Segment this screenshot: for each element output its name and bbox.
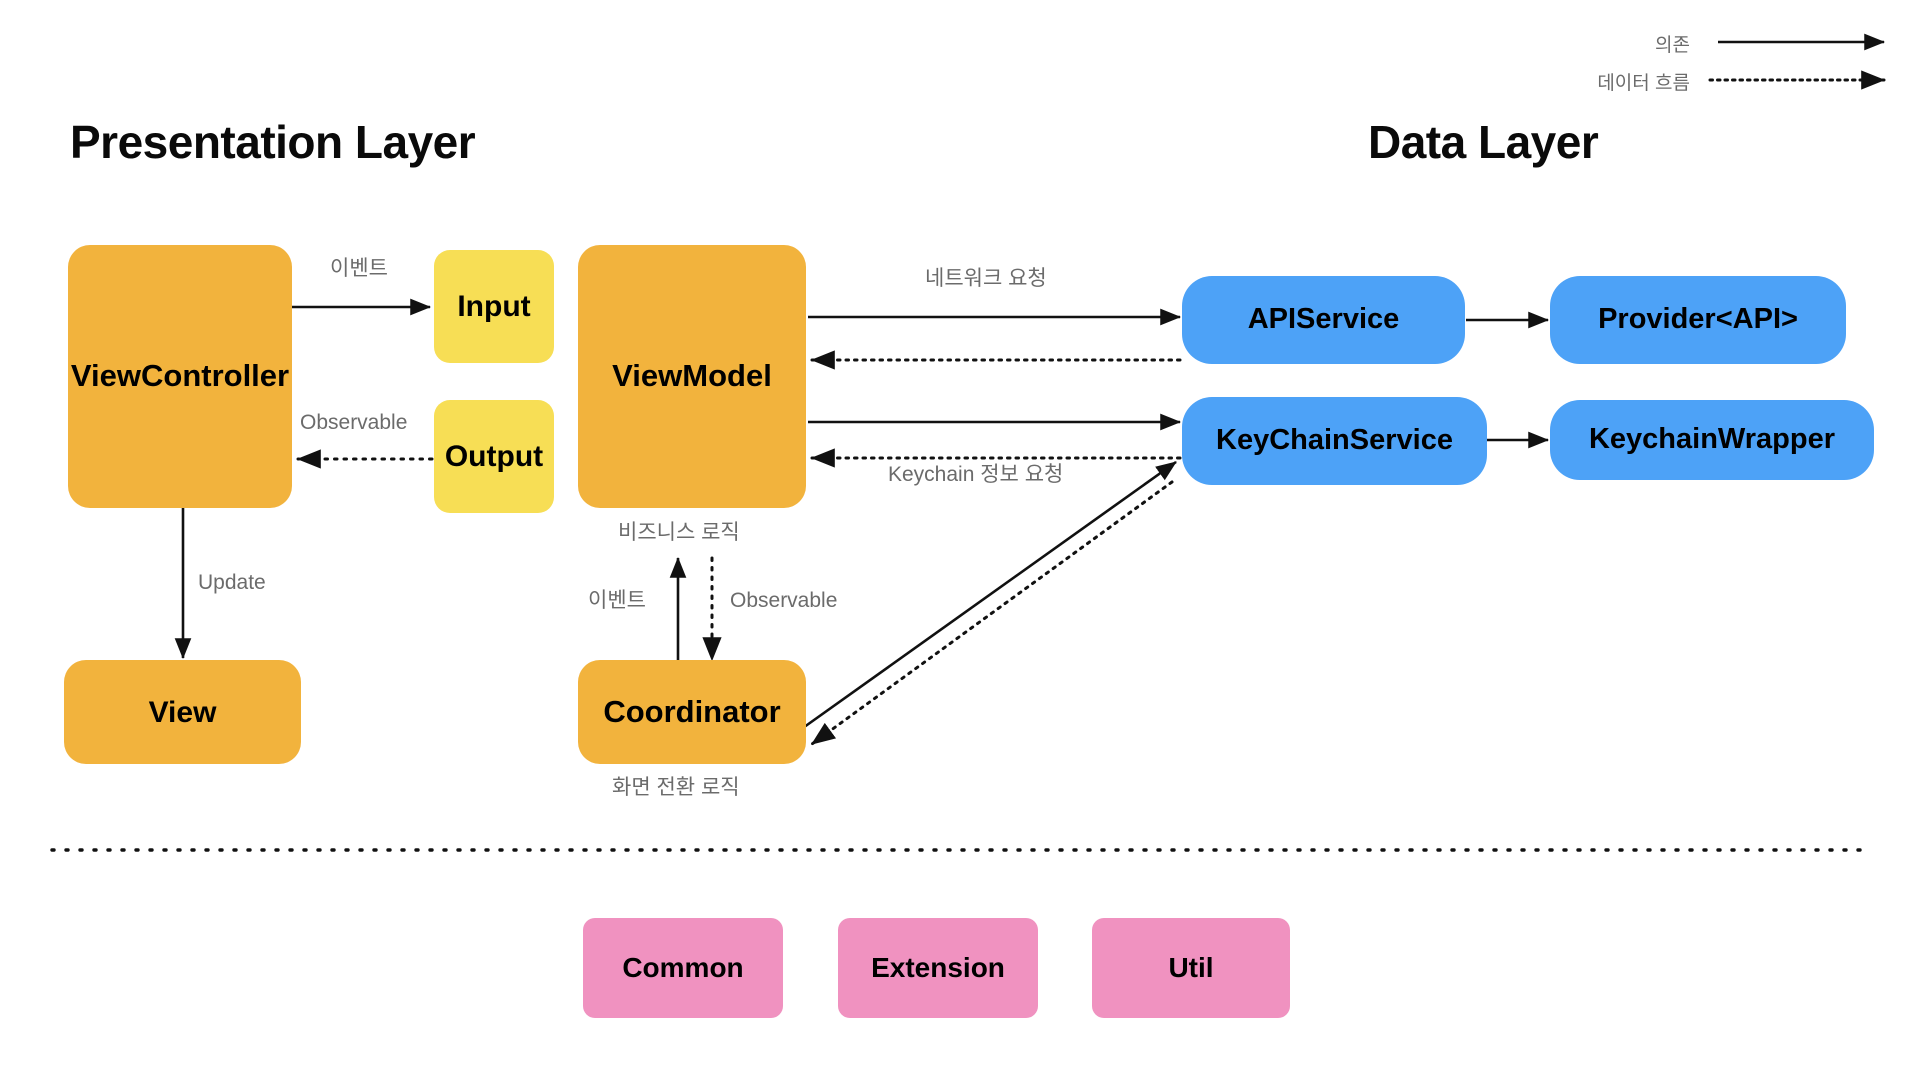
- node-view[interactable]: View: [64, 660, 301, 764]
- node-view-controller[interactable]: ViewController: [68, 245, 292, 508]
- node-extension[interactable]: Extension: [838, 918, 1038, 1018]
- edge-label-coordinator-event: 이벤트: [588, 589, 646, 612]
- edge-label-vc-to-input: 이벤트: [330, 257, 388, 280]
- legend-label-dataflow: 데이터 흐름: [1597, 73, 1690, 94]
- node-keychain-wrapper[interactable]: KeychainWrapper: [1550, 400, 1874, 480]
- node-keychain-service[interactable]: KeyChainService: [1182, 397, 1487, 485]
- edge-label-vm-to-keychain: Keychain 정보 요청: [888, 463, 1064, 486]
- edge-label-vm-to-api: 네트워크 요청: [925, 267, 1047, 290]
- node-provider-api[interactable]: Provider<API>: [1550, 276, 1846, 364]
- node-view-model[interactable]: ViewModel: [578, 245, 806, 508]
- edge-label-coordinator-to-vm: 비즈니스 로직: [618, 521, 740, 544]
- node-input[interactable]: Input: [434, 250, 554, 363]
- edge-coordinator-to-keychainservice: [799, 460, 1177, 732]
- node-api-service[interactable]: APIService: [1182, 276, 1465, 364]
- legend-label-dependency: 의존: [1655, 35, 1690, 56]
- edge-label-coordinator-note: 화면 전환 로직: [612, 776, 740, 799]
- edge-label-vm-to-coordinator: Observable: [730, 589, 838, 612]
- edge-label-vc-to-view: Update: [198, 571, 266, 594]
- data-layer-title: Data Layer: [1368, 116, 1599, 168]
- node-coordinator[interactable]: Coordinator: [578, 660, 806, 764]
- node-common[interactable]: Common: [583, 918, 783, 1018]
- node-util[interactable]: Util: [1092, 918, 1290, 1018]
- edge-label-output-to-vc: Observable: [300, 411, 408, 434]
- edge-keychainservice-to-coordinator: [810, 480, 1174, 746]
- presentation-layer-title: Presentation Layer: [70, 116, 476, 168]
- node-output[interactable]: Output: [434, 400, 554, 513]
